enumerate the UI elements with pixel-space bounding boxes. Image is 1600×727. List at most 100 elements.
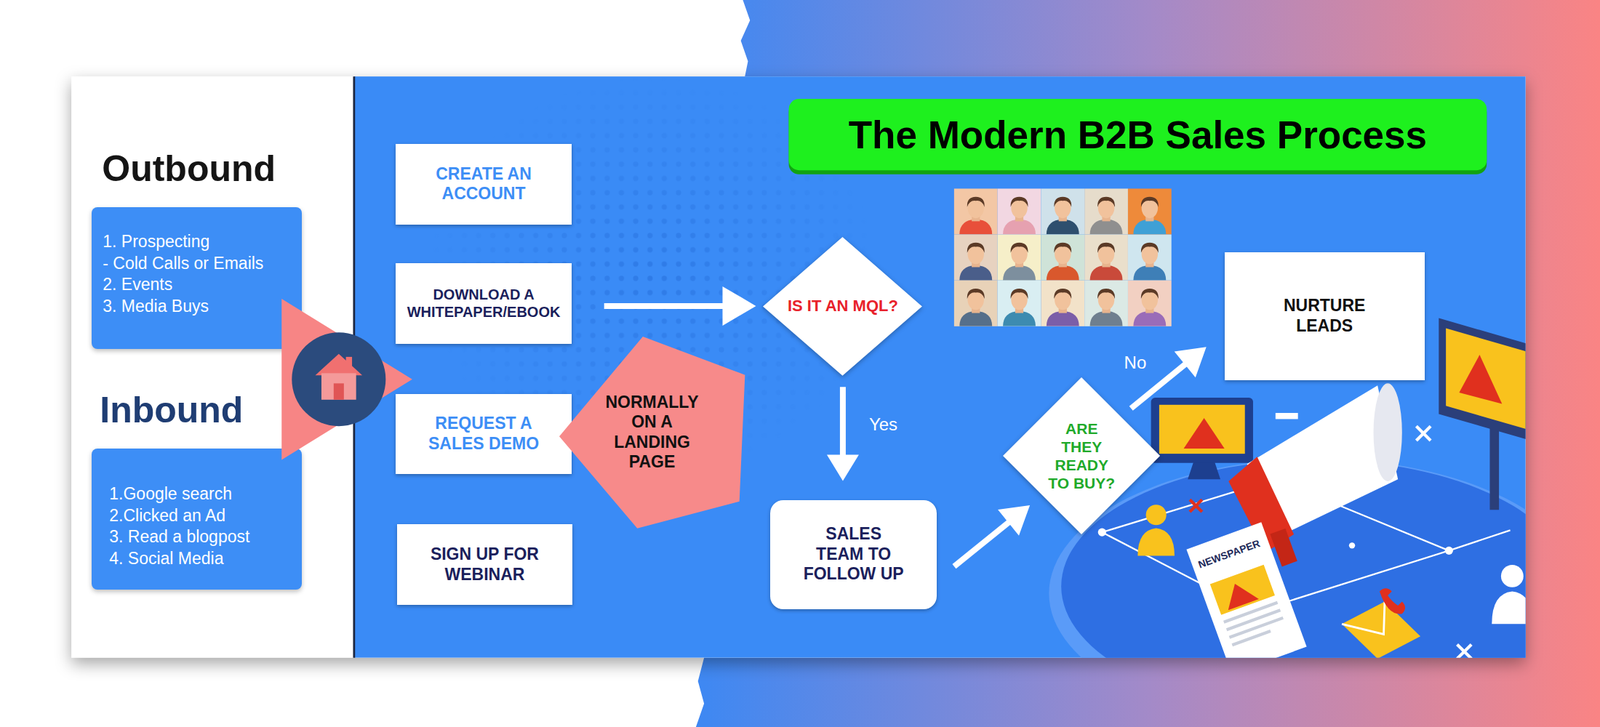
- action-box: REQUEST A SALES DEMO: [395, 394, 571, 475]
- diamond-outline: [762, 237, 923, 376]
- node-label: DOWNLOAD A WHITEPAPER/EBOOK: [398, 285, 570, 321]
- arrow-line: [604, 303, 725, 310]
- title-band: [789, 98, 1488, 171]
- arrow-head: [997, 505, 1030, 536]
- newspaper: [1220, 578, 1259, 611]
- marketing-illustration: [1098, 528, 1107, 537]
- hub-arrow: [281, 298, 413, 461]
- marketing-illustration: [1457, 644, 1472, 658]
- billboard: [1458, 354, 1502, 404]
- people-grid: [1040, 280, 1085, 327]
- title-band: [789, 98, 1488, 175]
- flow-arrow: [826, 386, 859, 481]
- megaphone: [1373, 383, 1403, 482]
- phone-icon: [1379, 588, 1406, 614]
- people-grid: [1133, 288, 1166, 327]
- people-grid: [1128, 188, 1172, 235]
- node-label: SALES TEAM TO FOLLOW UP: [801, 524, 906, 585]
- outbound-box: 1. Prospecting- Cold Calls or Emails2. E…: [91, 207, 302, 350]
- list-item: 2. Events: [102, 274, 302, 296]
- marketing-illustration: [1445, 546, 1454, 555]
- arrow-head: [1174, 346, 1207, 378]
- group-heading: Inbound: [99, 384, 243, 436]
- house-icon: [315, 354, 363, 400]
- list-item: 2.Clicked an Ad: [109, 505, 302, 528]
- people-grid: [1002, 242, 1036, 281]
- house-icon: [333, 383, 344, 400]
- illustration-label: NEWSPAPER: [1195, 536, 1262, 572]
- edge-label: Yes: [869, 414, 898, 435]
- people-grid: [1040, 188, 1085, 235]
- action-box: DOWNLOAD A WHITEPAPER/EBOOK: [395, 263, 571, 344]
- person-icon: [1491, 565, 1526, 624]
- people-grid: [1133, 242, 1166, 281]
- newspaper: [1186, 522, 1307, 658]
- process-box: SALES TEAM TO FOLLOW UP: [770, 500, 937, 610]
- people-grid: [1128, 280, 1172, 327]
- list-item: 3. Read a blogpost: [109, 526, 302, 549]
- arrow-line: [840, 386, 846, 456]
- node-label: SIGN UP FOR WEBINAR: [418, 544, 550, 585]
- node-label: IS IT AN MQL?: [787, 296, 899, 316]
- marketing-illustration: [1189, 499, 1203, 512]
- people-grid: [997, 280, 1042, 327]
- envelope: [1341, 601, 1421, 658]
- people-grid: [1084, 188, 1128, 235]
- newspaper: [1186, 522, 1307, 658]
- list-item: 1. Prospecting: [102, 231, 302, 254]
- people-grid: [954, 188, 1172, 326]
- people-grid: [1002, 288, 1036, 327]
- person-icon: [1501, 565, 1524, 588]
- people-grid: [1133, 197, 1166, 235]
- people-grid: [997, 234, 1042, 281]
- list-body: 1.Google search2.Clicked an Ad3. Read a …: [91, 448, 302, 590]
- marketing-illustration: [1416, 426, 1472, 658]
- people-grid: [1040, 234, 1085, 281]
- people-grid: [1046, 288, 1080, 327]
- marketing-illustration: [1416, 426, 1431, 441]
- node-label: ARE THEY READY TO BUY?: [1045, 419, 1118, 494]
- people-grid: [954, 188, 998, 235]
- people-grid: [1046, 242, 1080, 281]
- people-grid: [1128, 234, 1172, 281]
- people-grid: [959, 288, 992, 327]
- people-grid: [1090, 197, 1123, 235]
- callout-pentagon: NORMALLY ON A LANDING PAGE: [559, 336, 745, 529]
- monitor: [1187, 461, 1221, 480]
- node-label: NURTURE LEADS: [1269, 296, 1379, 336]
- list-item: 1.Google search: [109, 483, 302, 506]
- newspaper: [1232, 629, 1272, 647]
- envelope: [1341, 601, 1385, 635]
- marketing-illustration: [1448, 530, 1510, 551]
- list-item: 3. Media Buys: [102, 296, 302, 318]
- people-grid: [1046, 197, 1080, 235]
- arrow-line: [1130, 363, 1187, 409]
- arrow-head: [722, 286, 756, 326]
- monitor: [1184, 418, 1225, 449]
- list-item: 4. Social Media: [109, 548, 302, 571]
- process-box: NURTURE LEADS: [1224, 252, 1425, 382]
- people-grid: [1084, 280, 1128, 327]
- person-icon: [1137, 528, 1175, 557]
- pentagon-outline: [559, 336, 745, 529]
- person-icon: [1146, 504, 1167, 526]
- list-item: - Cold Calls or Emails: [102, 253, 302, 275]
- person-icon: [1491, 591, 1526, 624]
- people-grid: [959, 242, 992, 281]
- house-icon: [321, 373, 357, 400]
- flow-arrow: [954, 505, 1030, 567]
- inbound-box: 1.Google search2.Clicked an Ad3. Read a …: [91, 448, 302, 590]
- list-body: 1. Prospecting- Cold Calls or Emails2. E…: [91, 207, 302, 350]
- people-grid: [1090, 242, 1123, 281]
- action-box: CREATE AN ACCOUNT: [395, 144, 571, 225]
- monitor: [1151, 397, 1254, 480]
- envelope: [1341, 601, 1421, 658]
- marketing-illustration: [1189, 499, 1203, 512]
- marketing-illustration: [1189, 499, 1203, 512]
- arrow-line: [954, 522, 1010, 567]
- marketing-illustration: [1275, 413, 1299, 419]
- arrow-head: [826, 455, 859, 482]
